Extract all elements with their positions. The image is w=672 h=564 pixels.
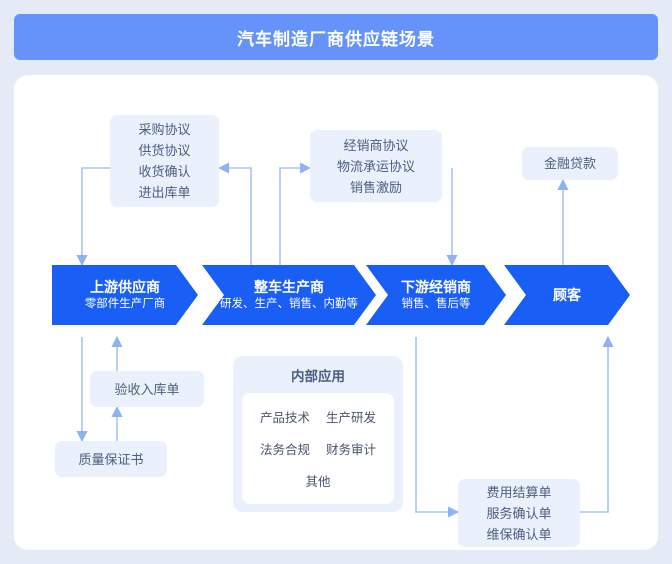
- flow-node-title: 整车生产商: [254, 279, 324, 295]
- note-settlement[interactable]: 费用结算单 服务确认单 维保确认单: [458, 479, 580, 547]
- note-line: 验收入库单: [114, 381, 180, 397]
- internal-panel-body: 产品技术 生产研发 法务合规 财务审计 其他: [242, 393, 394, 504]
- note-line: 质量保证书: [78, 451, 144, 467]
- internal-panel-row: 产品技术 生产研发: [242, 407, 394, 426]
- note-line: 销售激励: [349, 179, 402, 195]
- header-bar: 汽车制造厂商供应链场景: [14, 14, 658, 60]
- internal-panel-row: 法务合规 财务审计: [242, 439, 394, 458]
- flow-node-subtitle: 销售、售后等: [401, 298, 471, 310]
- note-dealer-agreements[interactable]: 经销商协议 物流承运协议 销售激励: [310, 130, 442, 202]
- wire-manufacturer-to-procurement: [217, 162, 252, 275]
- note-line: 经销商协议: [343, 137, 409, 153]
- page-title: 汽车制造厂商供应链场景: [237, 29, 435, 49]
- note-finance-loan[interactable]: 金融贷款: [522, 147, 618, 180]
- internal-panel-row: 其他: [242, 471, 394, 490]
- note-line: 供货协议: [138, 143, 191, 158]
- wire-procurement-to-upstream: [76, 167, 110, 267]
- internal-app-item[interactable]: 财务审计: [326, 443, 377, 457]
- note-line: 金融贷款: [543, 156, 596, 171]
- internal-panel-title: 内部应用: [291, 369, 345, 384]
- flow-node-title: 顾客: [553, 287, 581, 303]
- diagram-canvas: 上游供应商 零部件生产厂商 整车生产商 研发、生产、销售、内勤等 下游经销商 销…: [14, 75, 658, 550]
- note-line: 进出库单: [138, 185, 191, 200]
- wire-manufacturer-to-dealer-agreements: [279, 162, 312, 275]
- note-line: 维保确认单: [486, 526, 552, 542]
- internal-app-item[interactable]: 法务合规: [259, 443, 310, 457]
- note-quality-certificate[interactable]: 质量保证书: [55, 441, 167, 477]
- flow-node-title: 上游供应商: [90, 279, 160, 295]
- flow-node-subtitle: 研发、生产、销售、内勤等: [220, 298, 358, 310]
- internal-app-item[interactable]: 产品技术: [259, 411, 310, 425]
- connector-layer: [76, 162, 614, 518]
- flow-node-upstream-supplier[interactable]: 上游供应商 零部件生产厂商: [52, 265, 198, 325]
- internal-applications-panel: 内部应用 产品技术 生产研发 法务合规 财务审计 其他: [233, 356, 403, 512]
- flow-node-title: 下游经销商: [401, 279, 471, 295]
- flow-node-vehicle-manufacturer[interactable]: 整车生产商 研发、生产、销售、内勤等: [202, 265, 376, 325]
- wire-downstream-to-settlement: [415, 337, 460, 518]
- wire-settlement-to-customer: [580, 335, 614, 513]
- note-line: 服务确认单: [486, 505, 552, 521]
- note-line: 收货确认: [138, 164, 191, 179]
- internal-app-item[interactable]: 其他: [305, 475, 331, 489]
- note-procurement[interactable]: 采购协议 供货协议 收货确认 进出库单: [110, 115, 219, 207]
- flow-node-downstream-dealer[interactable]: 下游经销商 销售、售后等: [366, 265, 506, 325]
- internal-app-item[interactable]: 生产研发: [326, 411, 377, 425]
- note-line: 费用结算单: [486, 484, 552, 500]
- note-line: 物流承运协议: [336, 158, 415, 174]
- note-acceptance-receipt[interactable]: 验收入库单: [90, 371, 204, 407]
- flow-node-subtitle: 零部件生产厂商: [84, 298, 166, 310]
- note-line: 采购协议: [138, 122, 191, 137]
